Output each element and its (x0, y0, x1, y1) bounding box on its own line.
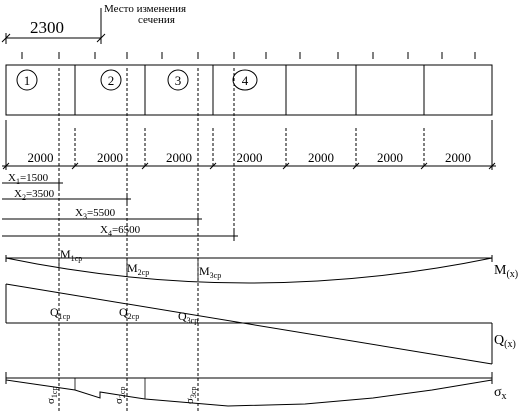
stress-s1: σ1ср (45, 387, 59, 405)
top-dimension-slash-right (96, 33, 106, 43)
shear-q3: Q3ср (178, 309, 198, 325)
panel-marker-1: 1 (16, 69, 38, 91)
distance-x4-label: X4=6500 (100, 224, 141, 238)
distance-x3-label: X3=5500 (75, 207, 116, 221)
shear-label: Q(x) (494, 333, 516, 350)
span-ticks (2, 128, 496, 170)
beam-outline (5, 64, 493, 116)
moment-label: M(x) (494, 263, 518, 280)
moment-diagram: M1ср M2ср M3ср M(x) (5, 247, 518, 284)
stress-curve (5, 378, 493, 407)
stress-label: σx (494, 385, 507, 402)
span-label: 2000 (377, 150, 403, 165)
span-label: 2000 (308, 150, 334, 165)
svg-text:4: 4 (242, 73, 249, 88)
stress-diagram: σ1ср σ2ср σ3ср σx (5, 372, 507, 407)
svg-text:1: 1 (24, 73, 31, 88)
shear-diagram: Q1ср Q2ср Q3ср Q(x) (5, 283, 516, 365)
moment-m1: M1ср (60, 247, 82, 263)
distance-x3: X3=5500 (2, 207, 202, 224)
stress-s2: σ2ср (113, 387, 127, 405)
span-labels: 2000 2000 2000 2000 2000 2000 2000 (28, 150, 472, 165)
panel-marker-3: 3 (167, 69, 189, 91)
span-label: 2000 (237, 150, 263, 165)
distance-x2-label: X2=3500 (14, 188, 55, 202)
top-chord-ticks (21, 52, 476, 59)
panel-marker-4: 4 (232, 69, 258, 91)
top-dimension-slash-left (1, 33, 11, 43)
span-label: 2000 (97, 150, 123, 165)
stress-s3: σ3ср (184, 387, 198, 405)
moment-m3: M3ср (199, 264, 221, 280)
section-change-note-line2: сечения (138, 14, 175, 26)
top-dimension-value: 2300 (30, 18, 64, 37)
distance-x4: X4=6500 (2, 224, 238, 241)
span-tick (488, 162, 496, 170)
section-change-note-line1: Место изменения (104, 3, 186, 15)
distance-x2: X2=3500 (2, 188, 131, 204)
shear-q1: Q1ср (50, 305, 70, 321)
svg-text:3: 3 (175, 73, 182, 88)
distance-x1-label: X1=1500 (8, 172, 49, 186)
span-label: 2000 (166, 150, 192, 165)
span-tick (2, 162, 10, 170)
beam-dividers (74, 65, 425, 115)
svg-text:2: 2 (108, 73, 115, 88)
moment-curve (5, 257, 493, 284)
distance-x1: X1=1500 (2, 172, 63, 188)
moment-m2: M2ср (127, 261, 149, 277)
panel-marker-2: 2 (100, 69, 122, 91)
shear-q2: Q2ср (119, 305, 139, 321)
shear-line (5, 283, 493, 365)
span-label: 2000 (28, 150, 54, 165)
span-label: 2000 (445, 150, 471, 165)
